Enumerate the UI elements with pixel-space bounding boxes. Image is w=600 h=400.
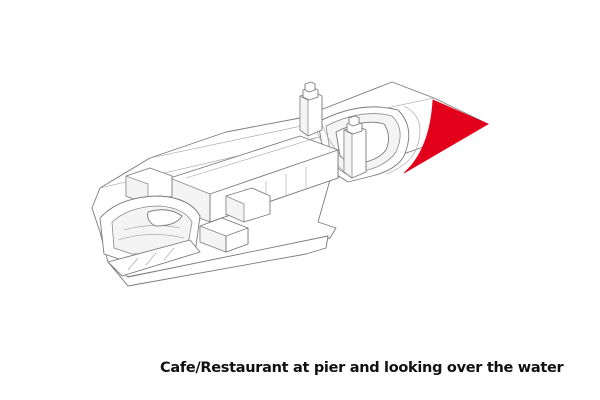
tower-left: [299, 81, 323, 137]
tower-right: [343, 115, 367, 179]
cafe-highlight-area: [403, 99, 489, 174]
cross-block-front: [199, 217, 249, 253]
landward-arcade: [107, 239, 201, 277]
figure-caption: Cafe/Restaurant at pier and looking over…: [160, 360, 564, 376]
cross-block-mid: [225, 187, 271, 223]
